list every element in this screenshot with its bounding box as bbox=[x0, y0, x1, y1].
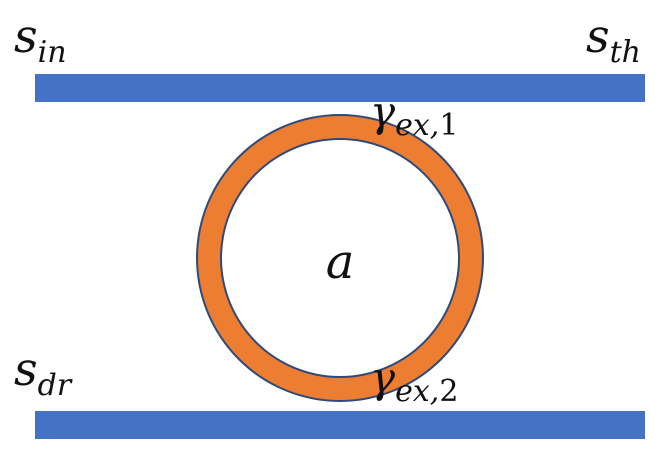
through-port-subscript: th bbox=[610, 35, 641, 70]
top-coupling-index: 1 bbox=[439, 108, 458, 143]
ring-interior bbox=[222, 140, 458, 376]
ring-resonator bbox=[196, 114, 484, 402]
bottom-drop-waveguide bbox=[35, 411, 645, 439]
input-port-subscript: in bbox=[38, 35, 67, 70]
top-coupling-label: γex,1 bbox=[370, 87, 458, 143]
top-bus-waveguide bbox=[35, 74, 645, 102]
bottom-coupling-index: 2 bbox=[439, 374, 458, 409]
drop-port-symbol: s bbox=[14, 342, 38, 396]
through-port-label: sth bbox=[586, 9, 641, 70]
bottom-coupling-symbol: γ bbox=[370, 353, 396, 402]
top-coupling-symbol: γ bbox=[370, 87, 396, 136]
mode-amplitude-label: a bbox=[326, 234, 355, 290]
drop-port-subscript: dr bbox=[38, 368, 73, 403]
bottom-coupling-label: γex,2 bbox=[370, 353, 458, 409]
input-port-symbol: s bbox=[14, 9, 38, 63]
top-coupling-subscript: ex, bbox=[395, 108, 439, 143]
through-port-symbol: s bbox=[586, 9, 610, 63]
input-port-label: sin bbox=[14, 9, 67, 70]
drop-port-label: sdr bbox=[14, 342, 73, 403]
bottom-coupling-subscript: ex, bbox=[395, 374, 439, 409]
